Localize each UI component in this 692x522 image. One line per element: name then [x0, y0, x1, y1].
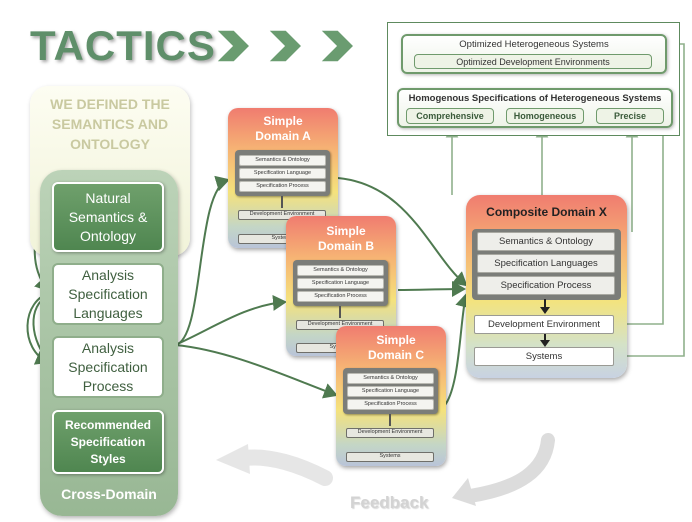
defined-line: WE DEFINED THE: [50, 96, 170, 112]
domain-b-semantics: Semantics & Ontology: [297, 265, 384, 276]
recommended-styles-box: Recommended Specification Styles: [52, 410, 164, 474]
domain-a-arrow-line: [281, 196, 283, 208]
connector-to-domain-c: [174, 344, 338, 399]
domain-a-spec-language: Specification Language: [239, 168, 326, 179]
natural-line: Natural: [85, 189, 131, 206]
analysis-spec-line: Specification: [68, 285, 148, 302]
cross-domain-label: Cross-Domain: [61, 486, 157, 502]
defined-line: ONTOLOGY: [70, 136, 150, 152]
analysis-spec-process-box: Analysis Specification Process: [52, 336, 164, 398]
domain-c-title-line: Simple: [376, 333, 416, 347]
domain-c-spec-language: Specification Language: [347, 386, 434, 397]
homogenous-specs-label: Homogenous Specifications of Heterogeneo…: [408, 93, 662, 104]
connector-to-domain-a: [174, 175, 230, 346]
feedback-label: Feedback: [350, 493, 429, 512]
domain-a-spec-process: Specification Process: [239, 181, 326, 192]
feedback-arrowhead-right: [452, 478, 476, 506]
domain-b-arrow-line: [339, 306, 341, 318]
analysis-spec-line: Languages: [73, 304, 143, 321]
domain-c-systems: Systems: [346, 452, 434, 462]
domain-c-arrow-line: [389, 414, 391, 426]
recommended-line: Specification: [70, 434, 146, 449]
recommended-line: Recommended: [64, 417, 152, 432]
domain-b-spec-language: Specification Language: [297, 278, 384, 289]
composite-arrow-down-icon: [540, 299, 550, 314]
domain-c-title-line: Domain C: [367, 348, 424, 362]
domain-c-dev-env: Development Environment: [346, 428, 434, 438]
domain-a-dev-env: Development Environment: [238, 210, 326, 220]
defined-line: SEMANTICS AND: [51, 116, 169, 132]
homogeneous-pill: Homogeneous: [506, 108, 584, 124]
analysis-spec-line: Analysis: [81, 266, 135, 283]
connector-to-domain-b: [174, 294, 287, 346]
domain-c-spec-process: Specification Process: [347, 399, 434, 410]
domain-b-title: Simple Domain B: [296, 224, 396, 254]
domain-b-title-line: Simple: [326, 224, 366, 238]
natural-line: Ontology: [79, 227, 137, 244]
chevron-right-icon: [214, 29, 252, 63]
domain-a-title-line: Domain A: [255, 129, 311, 143]
feedback-arc-right: [463, 433, 555, 503]
comprehensive-pill: Comprehensive: [406, 108, 494, 124]
composite-semantics: Semantics & Ontology: [477, 232, 615, 251]
chevron-right-icon: [266, 29, 304, 63]
composite-systems: Systems: [474, 347, 614, 366]
recommended-line: Styles: [90, 451, 126, 466]
optimized-systems-label: Optimized Heterogeneous Systems: [459, 39, 609, 50]
connector-a-to-composite: [337, 177, 468, 287]
feedback-arc-left: [237, 449, 333, 486]
domain-b-spec-process: Specification Process: [297, 291, 384, 302]
tactics-title: TACTICS: [30, 22, 216, 69]
domain-a-semantics: Semantics & Ontology: [239, 155, 326, 166]
domain-a-title-line: Simple: [263, 114, 303, 128]
domain-a-title: Simple Domain A: [228, 114, 338, 144]
composite-dev-env: Development Environment: [474, 315, 614, 334]
analysis-proc-line: Specification: [68, 358, 148, 375]
analysis-proc-line: Process: [82, 377, 134, 394]
composite-title: Composite Domain X: [486, 205, 607, 219]
composite-spec-process: Specification Process: [477, 276, 615, 295]
composite-spec-languages: Specification Languages: [477, 254, 615, 273]
connector-c-to-composite: [444, 293, 471, 406]
analysis-spec-languages-box: Analysis Specification Languages: [52, 263, 164, 325]
natural-semantics-box: Natural Semantics & Ontology: [52, 182, 164, 252]
chevron-right-icon: [318, 29, 356, 63]
connector-b-to-composite: [397, 281, 466, 298]
optimized-dev-label: Optimized Development Environments: [414, 54, 652, 69]
analysis-proc-line: Analysis: [81, 339, 135, 356]
precise-pill: Precise: [596, 108, 664, 124]
domain-c-title: Simple Domain C: [346, 333, 446, 363]
feedback-arrowhead-left: [216, 444, 250, 474]
natural-line: Semantics &: [68, 208, 148, 225]
domain-b-title-line: Domain B: [317, 239, 374, 253]
composite-arrow-down-icon: [540, 334, 550, 347]
domain-c-semantics: Semantics & Ontology: [347, 373, 434, 384]
